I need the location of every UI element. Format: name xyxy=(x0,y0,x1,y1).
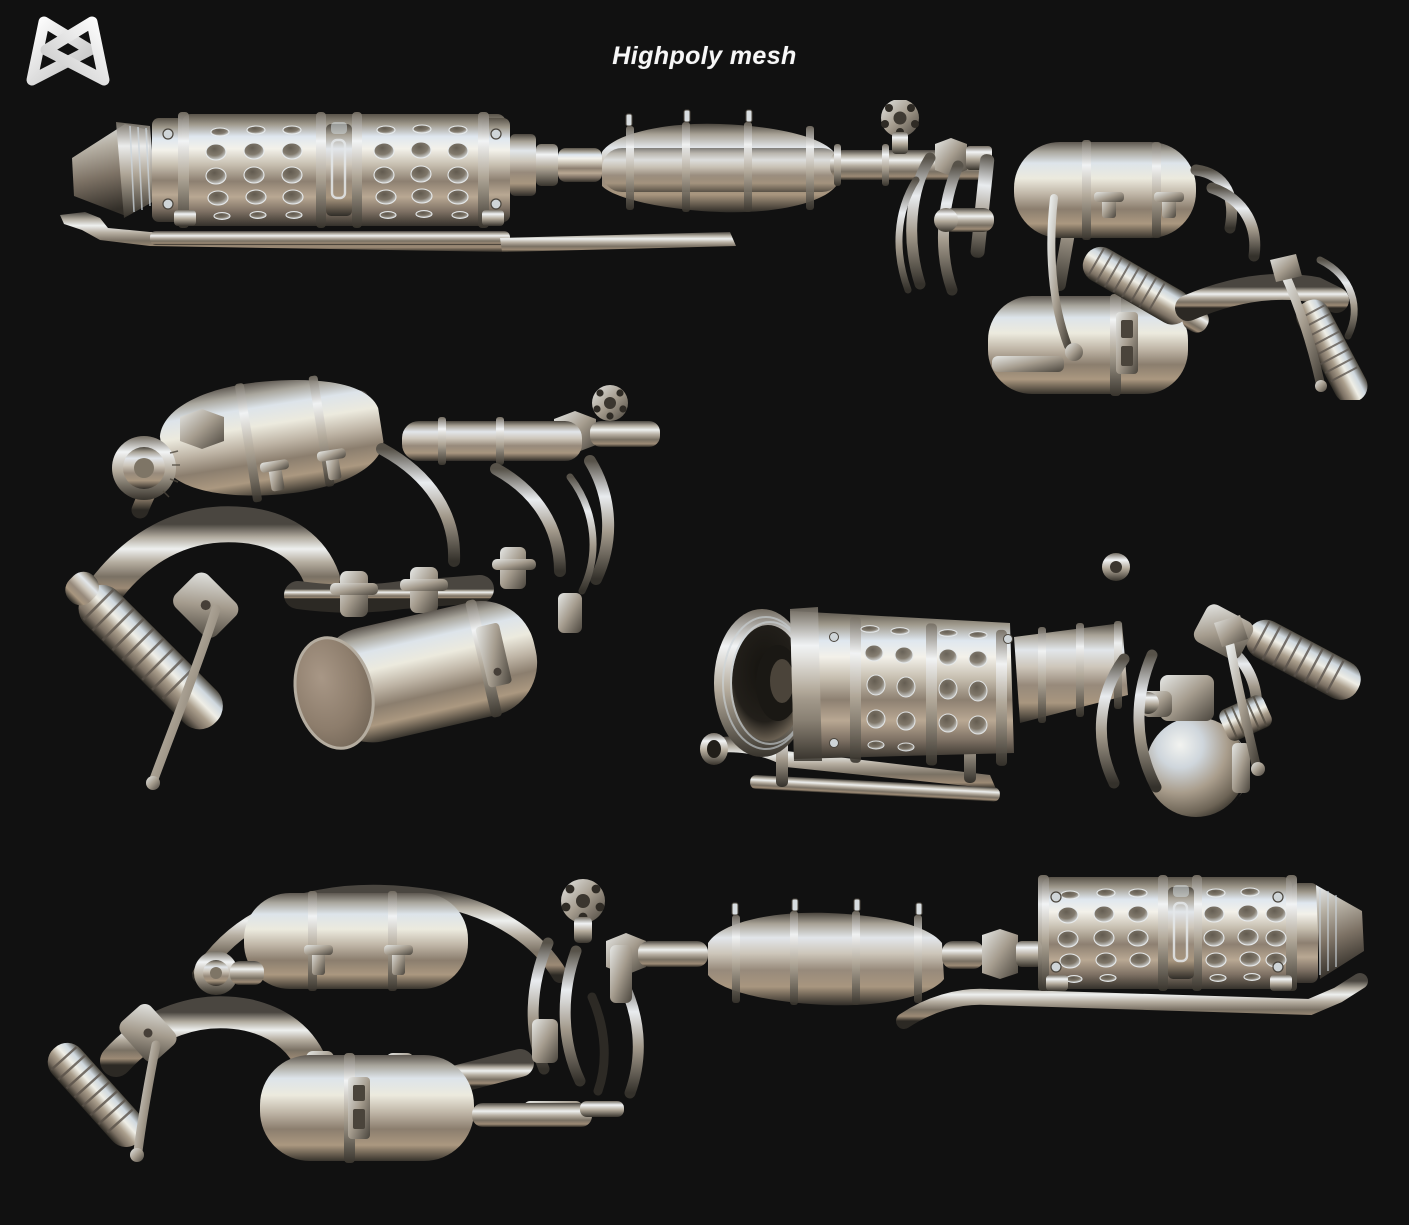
side-knob[interactable] xyxy=(934,208,994,232)
pressure-cap[interactable] xyxy=(194,951,264,995)
spherical-tank xyxy=(1146,717,1250,817)
valve-block xyxy=(1137,675,1214,721)
hex-ring xyxy=(1102,553,1130,581)
tank-latch[interactable] xyxy=(1116,312,1138,374)
hose-loop-thin xyxy=(587,992,609,1096)
trigger-lever[interactable] xyxy=(146,604,221,790)
trigger-lever-right[interactable] xyxy=(1270,254,1327,392)
grip-collar xyxy=(119,1004,177,1062)
render-mid-right xyxy=(700,553,1367,817)
tank-bolt xyxy=(304,945,413,975)
barrel-coupling-nut xyxy=(942,929,1042,979)
viewport-top-view xyxy=(30,100,1400,400)
pilot-tube xyxy=(700,733,728,765)
tank-bolt xyxy=(259,448,346,492)
tank-latch[interactable] xyxy=(1232,743,1250,793)
expansion-chamber xyxy=(708,898,944,1006)
trigger-lever[interactable] xyxy=(1214,615,1265,776)
clamp-bracket xyxy=(492,547,582,633)
grip-collar xyxy=(173,572,239,638)
hose-loop xyxy=(376,443,615,585)
exit-nozzle xyxy=(472,1101,624,1127)
page-title: Highpoly mesh xyxy=(612,42,797,70)
barrel-mount-lug xyxy=(1050,891,1284,973)
barrel-mount-lug xyxy=(162,128,502,210)
pipe-clamp xyxy=(330,567,448,617)
perforated-barrel xyxy=(72,112,510,228)
barrel-coupling-nut xyxy=(510,134,602,196)
artstation-logo[interactable] xyxy=(18,12,118,90)
trigger-lever[interactable] xyxy=(130,1040,161,1162)
tank-latch[interactable] xyxy=(475,622,512,688)
tank-bolt xyxy=(1094,192,1184,218)
valve-wheel[interactable] xyxy=(561,879,605,943)
upper-tank xyxy=(1014,140,1196,240)
pressure-cap[interactable] xyxy=(112,436,180,500)
perforated-barrel xyxy=(1038,875,1364,991)
ribbed-grip[interactable] xyxy=(40,1035,153,1154)
manifold-pipe xyxy=(284,567,494,617)
render-mid-left xyxy=(65,375,660,790)
barrel-perforations xyxy=(205,124,469,220)
tank-latch[interactable] xyxy=(348,1077,370,1139)
perforated-barrel xyxy=(790,607,1014,766)
render-top-view xyxy=(60,100,1368,400)
muzzle-bore xyxy=(714,609,810,757)
intake-pipe xyxy=(82,506,340,615)
viewport-three-quarter-front xyxy=(690,545,1390,845)
viewport-mirrored-side xyxy=(20,855,1400,1185)
trigger-lever-left[interactable] xyxy=(992,194,1083,372)
expansion-chamber xyxy=(602,109,842,213)
hose-loop-thin xyxy=(566,473,597,595)
ribbed-grip[interactable] xyxy=(1239,613,1367,707)
valve-wheel[interactable] xyxy=(881,100,919,154)
right-exit-pipe xyxy=(1175,273,1349,321)
main-tube xyxy=(402,417,582,465)
viewport-three-quarter-rear xyxy=(30,365,670,855)
upper-tank xyxy=(159,375,384,503)
skid-rail xyxy=(896,973,1368,1029)
lower-tank xyxy=(260,1053,474,1163)
valve-wheel[interactable] xyxy=(592,385,628,421)
hex-nut xyxy=(180,409,224,449)
upper-tank xyxy=(244,891,468,991)
artstation-logo-icon xyxy=(26,16,110,86)
neck-tube xyxy=(1014,621,1128,723)
render-bottom-view xyxy=(40,875,1368,1163)
hose-loop-thin xyxy=(895,176,1358,340)
skid-rail xyxy=(60,212,736,252)
lower-tank xyxy=(293,599,538,750)
